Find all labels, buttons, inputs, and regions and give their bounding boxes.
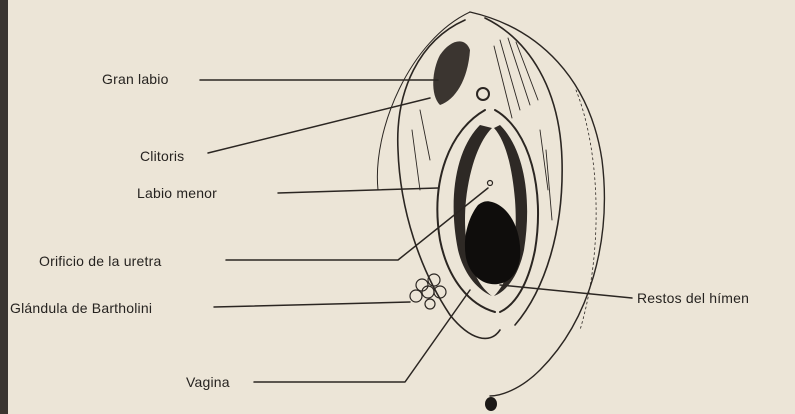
label-restos-himen: Restos del hímen bbox=[637, 290, 749, 306]
leader-labio-menor bbox=[278, 188, 438, 193]
bartholin-gland-shape bbox=[410, 274, 446, 309]
label-gran-labio: Gran labio bbox=[102, 71, 169, 87]
leader-orificio-uretra bbox=[226, 188, 488, 260]
leader-glandula-bartholini bbox=[214, 302, 410, 307]
anus-shape bbox=[485, 397, 497, 411]
page-edge bbox=[0, 0, 8, 414]
clitoris-shape bbox=[477, 88, 489, 100]
label-glandula-bartholini: Glándula de Bartholini bbox=[10, 300, 152, 316]
urethral-orifice bbox=[488, 181, 493, 186]
label-labio-menor: Labio menor bbox=[137, 185, 217, 201]
label-orificio-uretra: Orificio de la uretra bbox=[39, 253, 161, 269]
label-clitoris: Clitoris bbox=[140, 148, 184, 164]
label-vagina: Vagina bbox=[186, 374, 230, 390]
leader-clitoris bbox=[208, 98, 430, 153]
vaginal-opening bbox=[465, 201, 520, 284]
